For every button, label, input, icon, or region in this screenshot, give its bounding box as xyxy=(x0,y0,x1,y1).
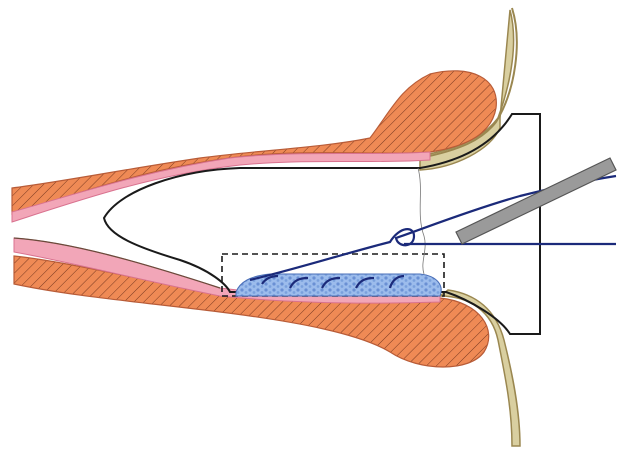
reference-line xyxy=(418,168,425,274)
needle-holder xyxy=(456,158,616,244)
lower-muscle-layer xyxy=(14,256,489,367)
